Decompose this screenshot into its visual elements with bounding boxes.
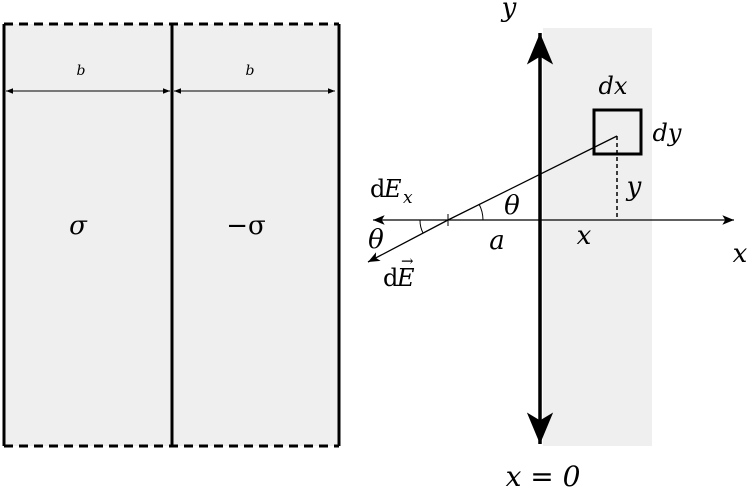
dEx-d: d [370, 175, 385, 203]
y-coordinate-label: y [626, 172, 642, 202]
x-axis-label: x [733, 239, 748, 269]
slab-left-shading [4, 24, 172, 446]
theta-label-near-origin: θ [504, 191, 520, 221]
theta-label-at-tip: θ [368, 225, 384, 255]
dE-vector-arrow: → [401, 252, 414, 270]
dEx-label: d E x [370, 175, 413, 208]
y-axis-label: y [501, 0, 517, 23]
dE-d: d [383, 264, 398, 292]
dE-vector [367, 219, 449, 263]
line-to-element [447, 135, 618, 221]
right-panel: y x dx dy y x a θ θ d E x d E → x = 0 [367, 0, 748, 490]
charge-density-right: −σ [226, 211, 266, 241]
dE-vector-label: d E → [383, 252, 415, 292]
theta-arc-at-tip [419, 219, 424, 234]
x-equals-zero-label: x = 0 [506, 460, 581, 490]
dx-label: dx [599, 72, 628, 100]
strip-shading [543, 28, 652, 446]
x-coordinate-label: x [577, 221, 592, 251]
slab-right-shading [172, 24, 339, 446]
distance-a-label: a [489, 226, 505, 256]
dEx-subscript: x [403, 188, 413, 208]
left-panel: b b σ −σ [2, 22, 341, 448]
dEx-E: E [383, 175, 402, 203]
charge-density-left: σ [69, 211, 88, 241]
width-label-right: b [246, 63, 255, 79]
width-label-left: b [77, 63, 86, 79]
dE-E: E [396, 264, 415, 292]
dy-label: dy [653, 119, 682, 147]
theta-arc-near-origin [478, 203, 484, 221]
